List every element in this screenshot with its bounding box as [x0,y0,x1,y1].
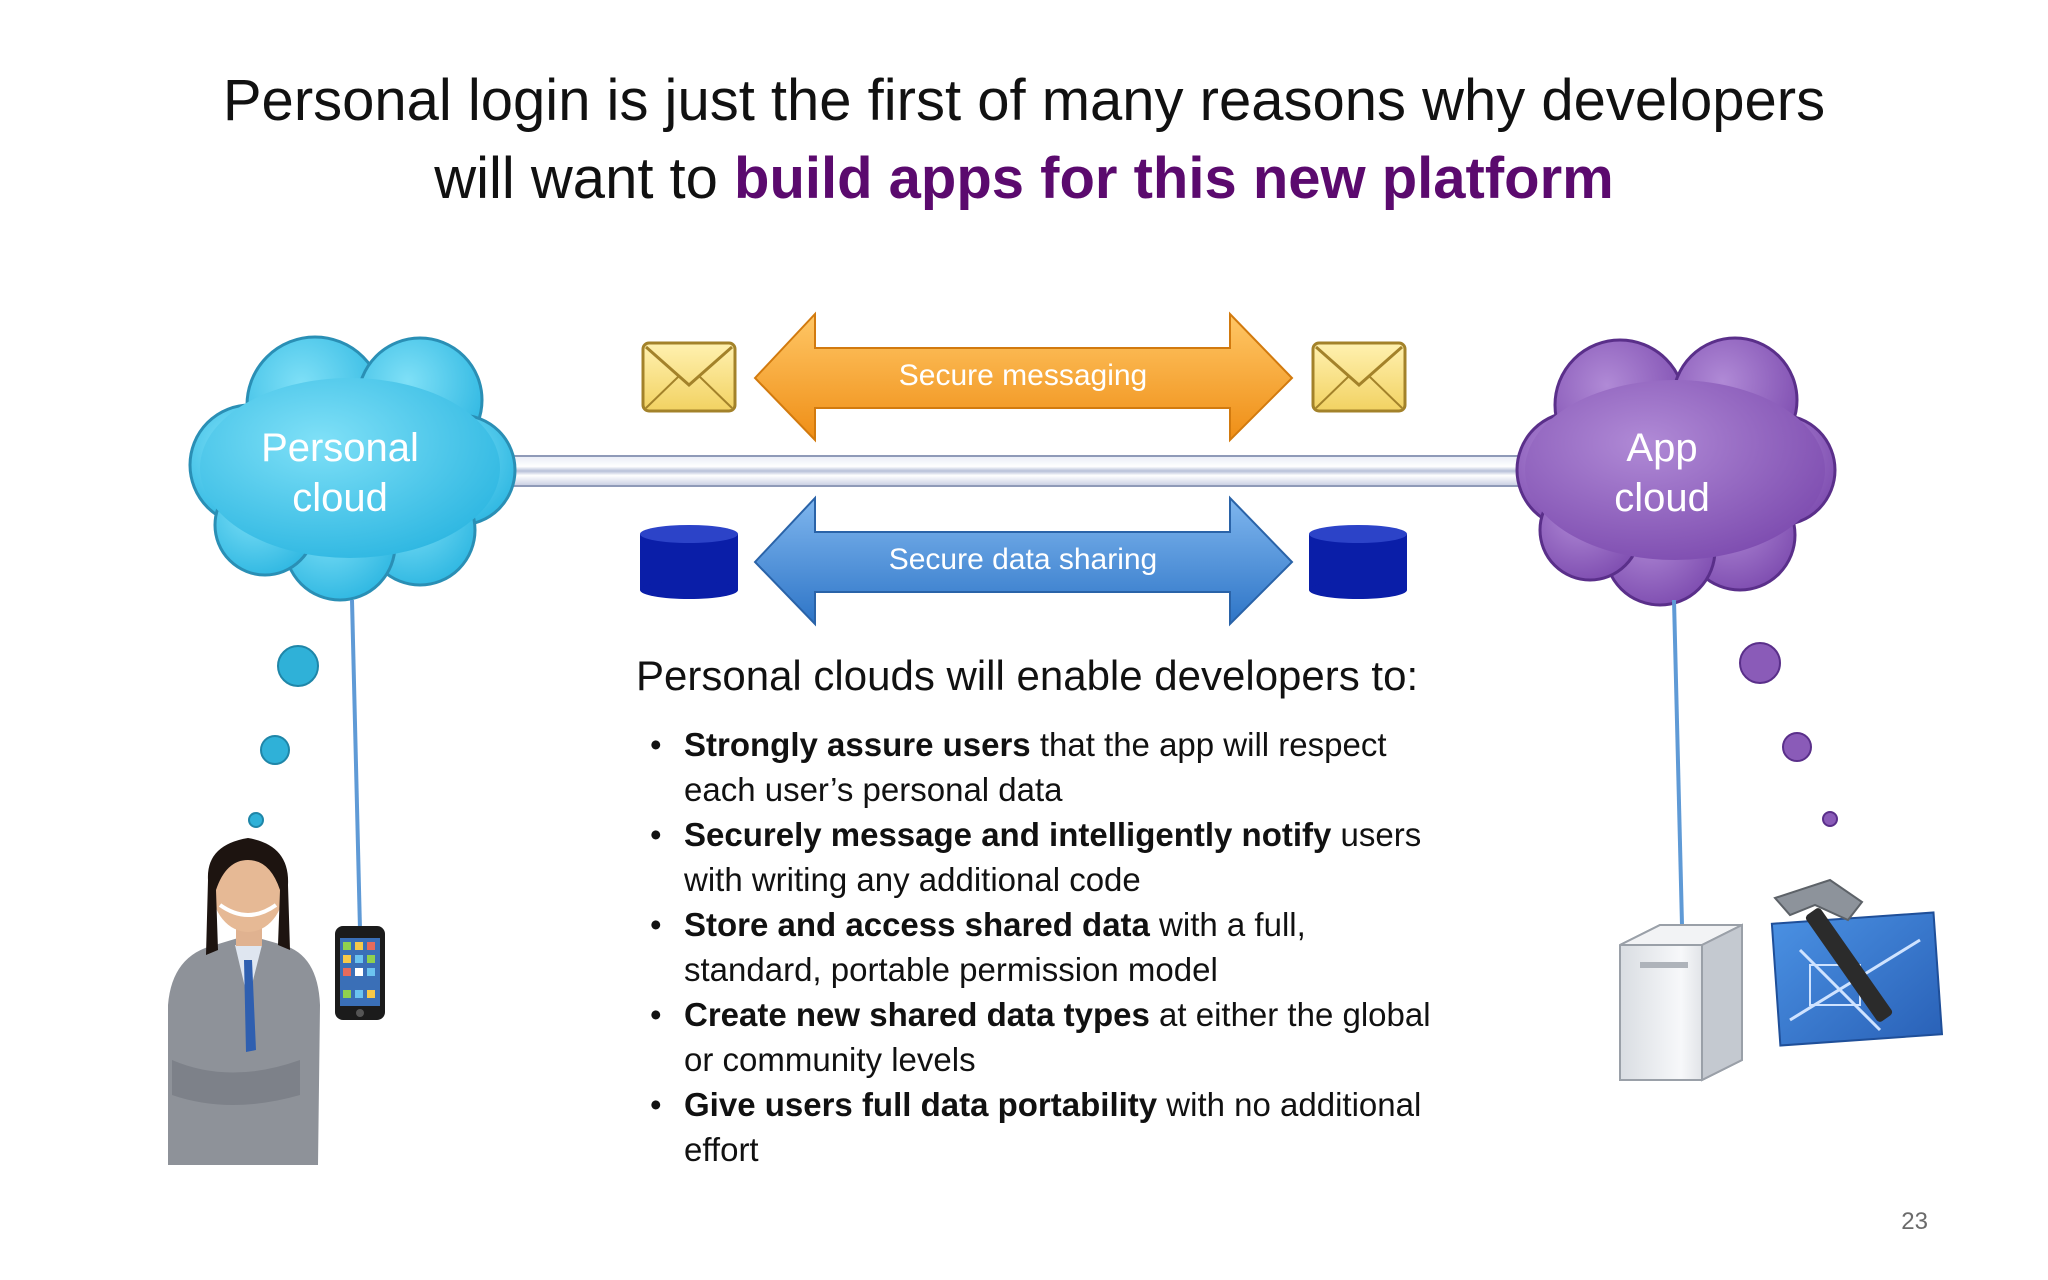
envelope-icon [1311,341,1407,413]
database-icon [640,525,738,599]
server-icon [1619,923,1743,1082]
thought-bubble-large [277,645,319,687]
bullet-text: that the app will respect each user’s pe… [684,726,1387,808]
bullet-bold: Create new shared data types [684,996,1150,1033]
title-line-1: Personal login is just the first of many… [222,68,1826,133]
secure-data-sharing-label: Secure data sharing [888,543,1158,576]
personal-cloud-label: Personal cloud [210,423,470,523]
bullet-item: Strongly assure users that the app will … [650,722,1444,812]
app-cloud-shape [1515,336,1837,607]
app-cloud-label-line1: App [1626,426,1698,470]
slide-title: Personal login is just the first of many… [0,62,2048,218]
title-highlight: build apps for this new platform [734,146,1614,211]
envelope-icon [641,341,737,413]
personal-connector-line [350,599,362,931]
smartphone-icon [335,926,385,1020]
thought-bubble-large [1739,642,1781,684]
connection-pipe [499,455,1531,487]
subheading: Personal clouds will enable developers t… [636,652,1419,699]
bullet-bold: Securely message and intelligently notif… [684,816,1332,853]
thought-bubble-small [248,812,264,828]
app-connector-line [1672,599,1684,926]
bullet-text: with no additional effort [684,1086,1422,1168]
bullet-text: with a full, standard, portable permissi… [684,906,1306,988]
bullet-text: at either the global or community levels [684,996,1431,1078]
secure-messaging-label: Secure messaging [898,359,1148,392]
bullet-bold: Strongly assure users [684,726,1031,763]
secure-messaging-arrow [753,311,1294,443]
thought-bubble-medium [1782,732,1812,762]
app-cloud-label: App cloud [1532,423,1792,523]
title-line-2: will want to build apps for this new pla… [0,140,2048,218]
bullet-list: Strongly assure users that the app will … [648,722,1444,1172]
bullet-text: users with writing any additional code [684,816,1422,898]
thought-bubble-small [1822,811,1838,827]
title-line-2-prefix: will want to [434,146,735,211]
secure-data-sharing-arrow [753,495,1294,627]
bullet-item: Create new shared data types at either t… [650,992,1444,1082]
database-icon [1309,525,1407,599]
bullet-item: Store and access shared data with a full… [650,902,1444,992]
app-cloud-label-line2: cloud [1614,476,1710,520]
hammer-blueprint-icon [1770,878,1944,1047]
woman-photo [168,838,320,1165]
personal-cloud-shape [188,335,517,602]
bullet-bold: Give users full data portability [684,1086,1158,1123]
personal-cloud-label-line2: cloud [292,476,388,520]
bullet-bold: Store and access shared data [684,906,1150,943]
thought-bubble-medium [260,735,290,765]
page-number: 23 [1901,1208,1928,1235]
bullet-item: Give users full data portability with no… [650,1082,1444,1172]
personal-cloud-label-line1: Personal [261,426,419,470]
bullet-item: Securely message and intelligently notif… [650,812,1444,902]
